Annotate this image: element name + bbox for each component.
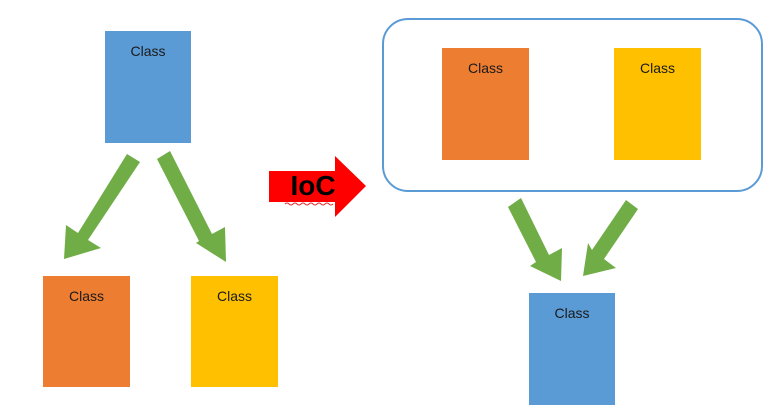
ioc-spellcheck-squiggle xyxy=(284,202,334,206)
dependency-arrow-right-1 xyxy=(508,198,562,281)
dependency-arrow-left-1 xyxy=(64,154,140,259)
class-box-container-orange: Class xyxy=(442,48,529,160)
dependency-arrow-left-2 xyxy=(157,151,226,262)
class-box-label: Class xyxy=(68,288,104,304)
class-box-top-left: Class xyxy=(105,31,191,143)
ioc-arrow-label: IoC xyxy=(290,170,336,201)
class-box-bottom-left-orange: Class xyxy=(43,276,130,387)
class-box-bottom-right: Class xyxy=(529,293,615,405)
ioc-container-outline xyxy=(382,18,763,192)
class-box-container-yellow: Class xyxy=(614,48,701,160)
class-box-label: Class xyxy=(467,60,503,76)
class-box-label: Class xyxy=(130,43,166,59)
class-box-bottom-left-yellow: Class xyxy=(191,276,278,387)
dependency-arrow-right-2 xyxy=(583,200,638,276)
class-box-label: Class xyxy=(216,288,252,304)
class-box-label: Class xyxy=(639,60,675,76)
ioc-arrow-shape xyxy=(269,156,366,217)
class-box-label: Class xyxy=(554,305,590,321)
